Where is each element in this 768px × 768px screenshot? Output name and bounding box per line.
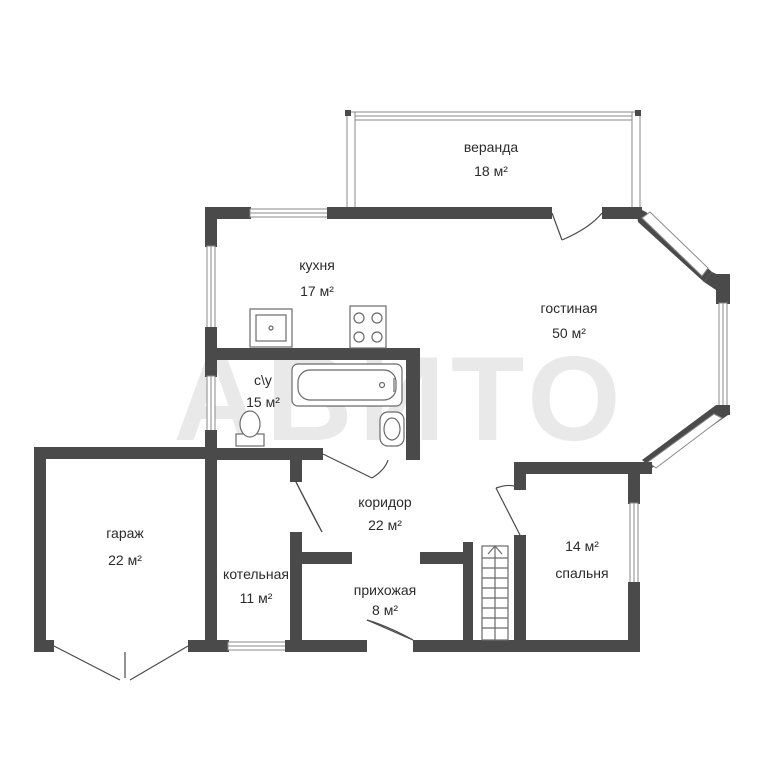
room-name-bathroom: с\у <box>254 372 272 388</box>
room-area-kitchen: 17 м² <box>300 283 334 299</box>
doors <box>53 212 603 681</box>
room-name-hallway: прихожая <box>354 582 416 598</box>
room-labels: веранда 18 м² кухня 17 м² гостиная 50 м²… <box>106 139 608 618</box>
room-name-bedroom: спальня <box>555 565 608 581</box>
room-name-garage: гараж <box>106 525 144 541</box>
room-name-kitchen: кухня <box>299 257 335 273</box>
room-area-corridor: 22 м² <box>368 517 402 533</box>
room-area-garage: 22 м² <box>108 552 142 568</box>
room-name-veranda: веранда <box>464 139 519 155</box>
bathroom-fixtures <box>235 363 405 447</box>
room-area-living: 50 м² <box>552 325 586 341</box>
room-area-bathroom: 15 м² <box>246 394 280 410</box>
stove-icon <box>349 305 387 349</box>
kitchen-fixtures <box>249 305 387 349</box>
room-area-veranda: 18 м² <box>474 163 508 179</box>
walls <box>34 207 730 652</box>
room-area-hallway: 8 м² <box>372 602 398 618</box>
room-name-corridor: коридор <box>358 494 412 510</box>
room-name-boiler: котельная <box>223 566 289 582</box>
room-area-bedroom: 14 м² <box>565 538 599 554</box>
staircase <box>481 545 509 641</box>
veranda-frame <box>345 110 641 214</box>
room-area-boiler: 11 м² <box>240 590 273 606</box>
room-name-living: гостиная <box>541 300 598 316</box>
